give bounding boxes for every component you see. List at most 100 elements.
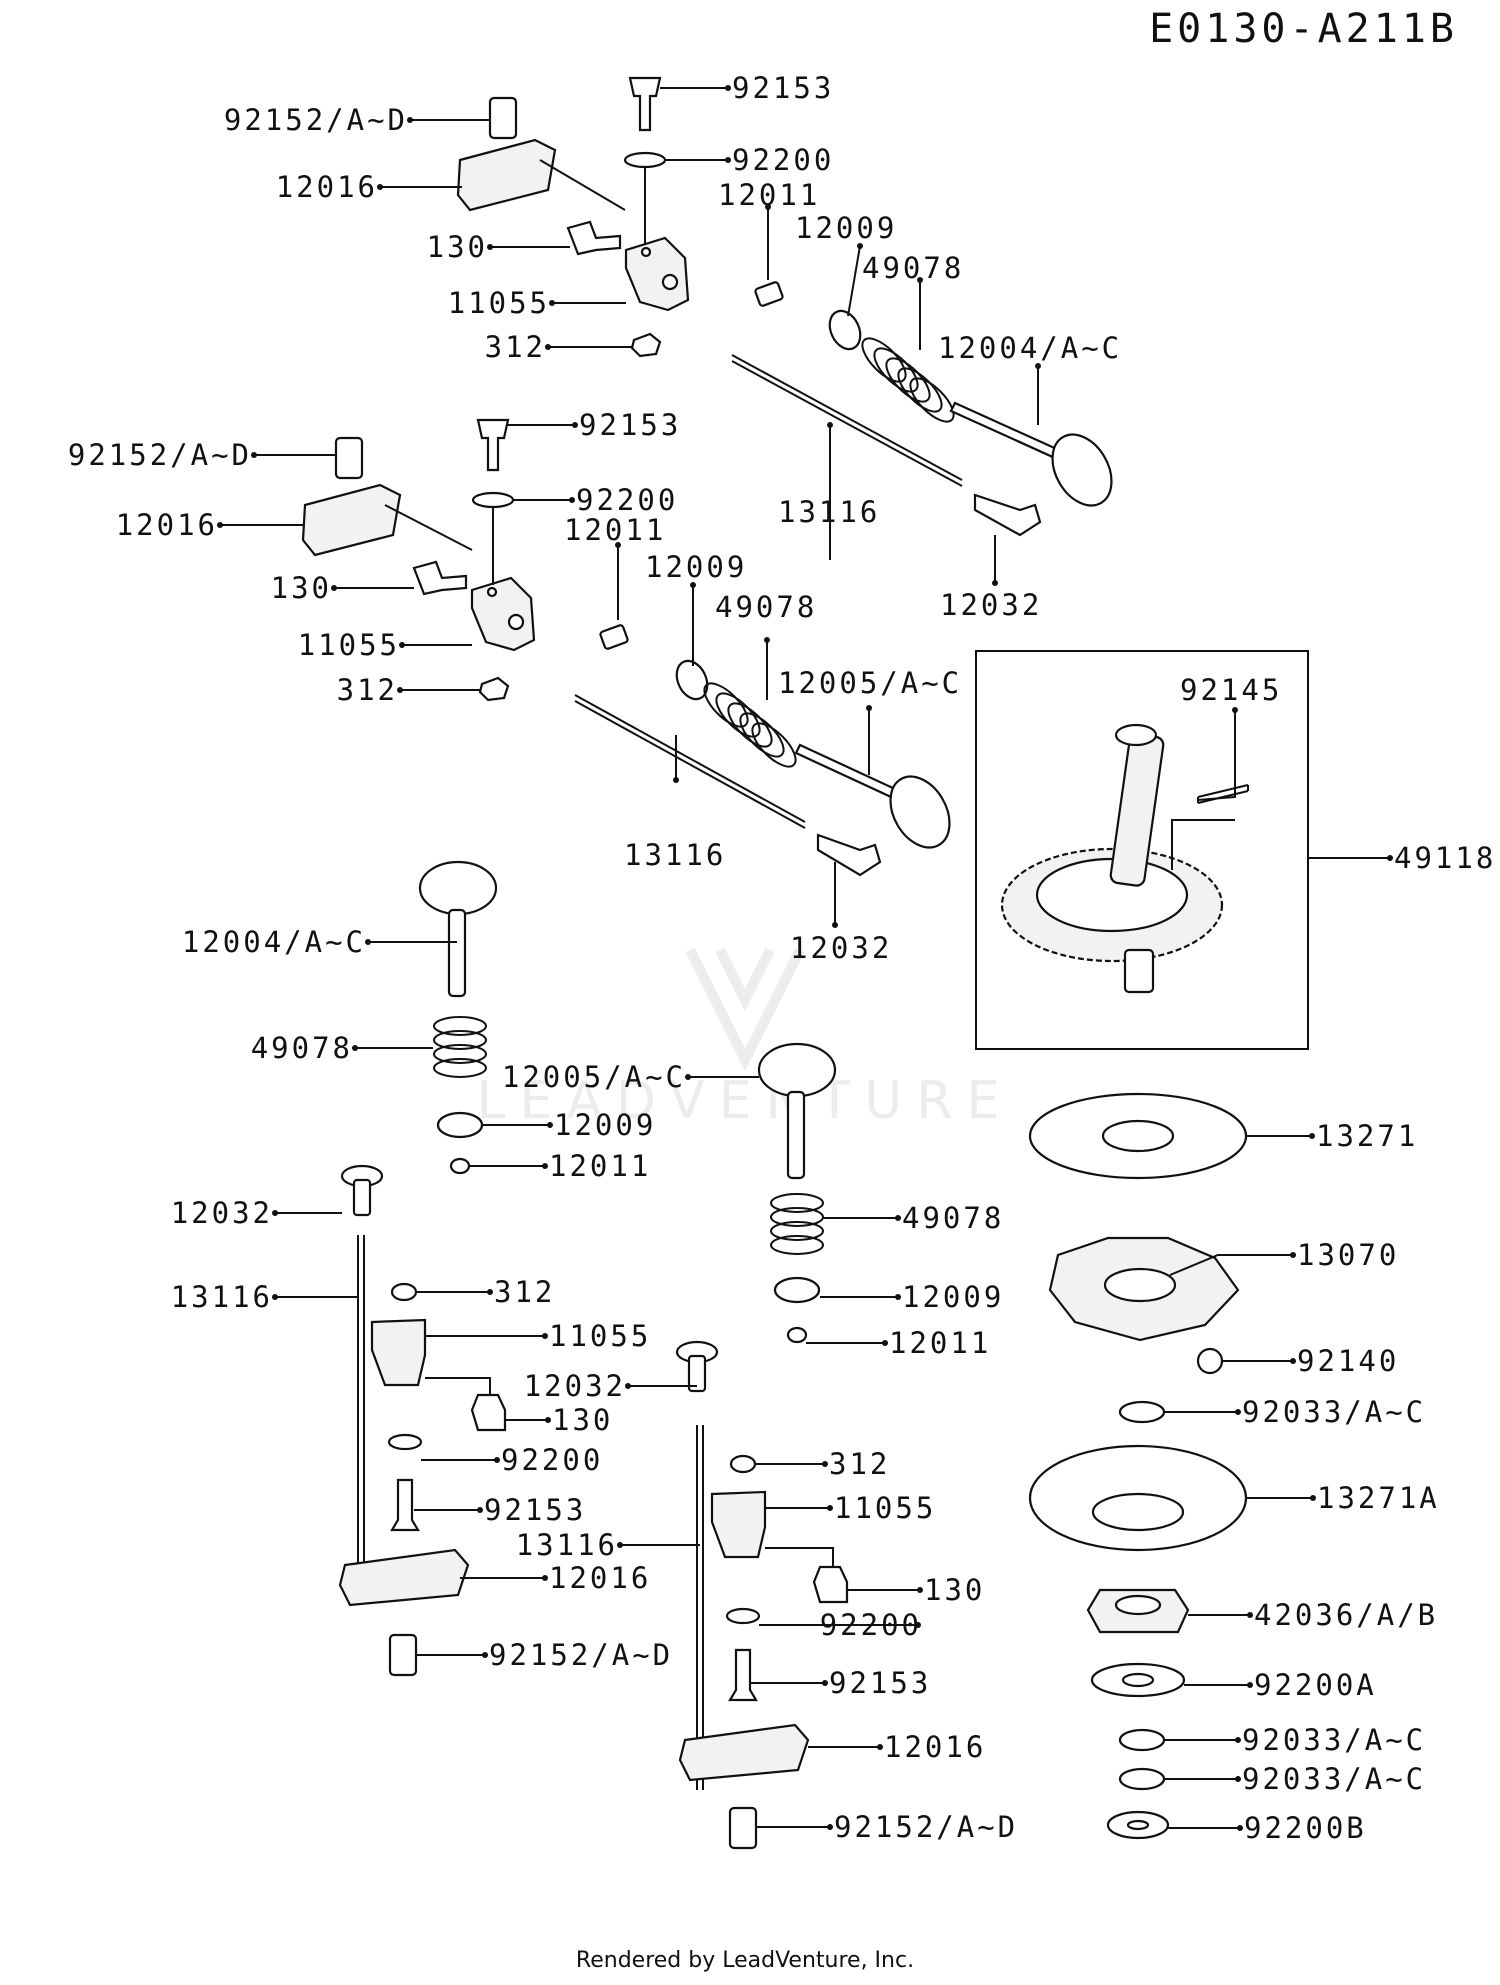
part-label[interactable]: 92145 [1180, 673, 1282, 707]
part-label[interactable]: 12032 [524, 1369, 626, 1403]
part-label[interactable]: 12016 [276, 170, 378, 204]
part-label[interactable]: 312 [829, 1447, 890, 1481]
bracket-hole-icon [661, 273, 679, 291]
tappet-stem-icon [687, 1354, 707, 1393]
part-label[interactable]: 92153 [484, 1493, 586, 1527]
part-label[interactable]: 49078 [715, 590, 817, 624]
bracket-hole-icon [507, 613, 525, 631]
part-label[interactable]: 92200 [732, 143, 834, 177]
part-label[interactable]: 13116 [171, 1280, 273, 1314]
spring-retainer-icon [675, 659, 709, 701]
part-label[interactable]: 130 [552, 1403, 613, 1437]
part-label[interactable]: 49078 [902, 1201, 1004, 1235]
push-rod-icon [574, 694, 806, 823]
leader-lines [220, 87, 1390, 1829]
part-label[interactable]: 12032 [940, 588, 1042, 622]
valve-head-icon [757, 1042, 837, 1098]
part-label[interactable]: 130 [924, 1573, 985, 1607]
part-label[interactable]: 11055 [448, 286, 550, 320]
part-label[interactable]: 12011 [549, 1149, 651, 1183]
diagram-code: E0130-A211B [1149, 6, 1458, 52]
part-label[interactable]: 13271 [1316, 1119, 1418, 1153]
spring-retainer-icon [436, 1111, 484, 1139]
part-label[interactable]: 92140 [1297, 1344, 1399, 1378]
governor-hub-icon [1103, 1267, 1177, 1303]
bracket-hole-icon [640, 246, 652, 258]
part-label[interactable]: 12011 [889, 1326, 991, 1360]
part-label[interactable]: 12016 [884, 1730, 986, 1764]
part-label[interactable]: 13116 [624, 838, 726, 872]
watermark-text: LEADVENTURE [477, 1071, 1014, 1131]
part-label[interactable]: 12016 [549, 1561, 651, 1595]
part-label[interactable]: 92200 [501, 1443, 603, 1477]
part-label[interactable]: 12032 [790, 931, 892, 965]
part-label[interactable]: 92033/A~C [1242, 1762, 1426, 1796]
part-label[interactable]: 12004/A~C [182, 925, 366, 959]
part-label[interactable]: 92200B [1244, 1811, 1367, 1845]
watermark-logo [685, 947, 805, 1072]
rocker-bracket-icon [370, 1318, 427, 1387]
part-label[interactable]: 13116 [778, 495, 880, 529]
gear-hub-icon [1114, 1594, 1162, 1616]
part-label[interactable]: 13070 [1297, 1238, 1399, 1272]
nut-icon [630, 332, 662, 358]
part-label[interactable]: 12011 [718, 178, 820, 212]
washer-icon [471, 491, 515, 509]
part-label[interactable]: 12005/A~C [502, 1060, 686, 1094]
part-label[interactable]: 12011 [564, 513, 666, 547]
part-label[interactable]: 12009 [645, 550, 747, 584]
spring-retainer-icon [773, 1276, 821, 1304]
part-label[interactable]: 11055 [549, 1319, 651, 1353]
part-label[interactable]: 312 [337, 673, 398, 707]
nut-icon [390, 1282, 418, 1302]
part-label[interactable]: 12009 [554, 1108, 656, 1142]
part-label[interactable]: 92152/A~D [224, 103, 408, 137]
part-label[interactable]: 92200 [576, 483, 678, 517]
bolt-icon [566, 220, 622, 256]
part-label[interactable]: 12009 [902, 1280, 1004, 1314]
camshaft-box [975, 650, 1309, 1050]
thrust-plate-hole-icon [1101, 1119, 1175, 1153]
part-label[interactable]: 49078 [251, 1031, 353, 1065]
nut-icon [478, 676, 510, 702]
part-label[interactable]: 92152/A~D [68, 438, 252, 472]
part-label[interactable]: 42036/A/B [1254, 1598, 1438, 1632]
rocker-arm-icon [301, 483, 402, 557]
part-label[interactable]: 92200A [1254, 1668, 1377, 1702]
push-rod-icon [731, 360, 963, 487]
part-labels: 92152/A~D 92153 12016 92200 12011 130 12… [68, 71, 1496, 1845]
part-label[interactable]: 92153 [732, 71, 834, 105]
push-rod-icon [357, 1235, 365, 1595]
snap-ring-icon [1118, 1767, 1166, 1791]
bolt-icon [390, 1478, 420, 1532]
pivot-collar-icon [728, 1806, 758, 1850]
washer-hole-icon [1121, 1672, 1155, 1688]
part-label[interactable]: 49078 [862, 251, 964, 285]
part-label[interactable]: 92033/A~C [1242, 1723, 1426, 1757]
part-label[interactable]: 92152/A~D [834, 1810, 1018, 1844]
part-label[interactable]: 49118 [1394, 841, 1496, 875]
part-label[interactable]: 130 [427, 230, 488, 264]
tappet-icon [816, 833, 882, 877]
part-label[interactable]: 13116 [516, 1528, 618, 1562]
part-label[interactable]: 13271A [1317, 1481, 1440, 1515]
part-label[interactable]: 92153 [829, 1666, 931, 1700]
part-label[interactable]: 12009 [795, 211, 897, 245]
part-label[interactable]: 312 [485, 330, 546, 364]
part-label[interactable]: 130 [271, 571, 332, 605]
push-rod-icon [574, 700, 806, 829]
part-label[interactable]: 12032 [171, 1196, 273, 1230]
snap-ring-icon [1118, 1400, 1166, 1424]
part-label[interactable]: 92153 [579, 408, 681, 442]
part-label[interactable]: 12016 [116, 508, 218, 542]
push-rod-icon [731, 354, 963, 481]
part-label[interactable]: 312 [494, 1275, 555, 1309]
part-label[interactable]: 11055 [834, 1491, 936, 1525]
part-label[interactable]: 12004/A~C [938, 331, 1122, 365]
part-label[interactable]: 92152/A~D [489, 1638, 673, 1672]
part-label[interactable]: 92033/A~C [1242, 1395, 1426, 1429]
part-label[interactable]: 92200 [820, 1608, 922, 1642]
part-label[interactable]: 11055 [298, 628, 400, 662]
valve-cap-icon [599, 624, 629, 650]
part-label[interactable]: 12005/A~C [778, 666, 962, 700]
